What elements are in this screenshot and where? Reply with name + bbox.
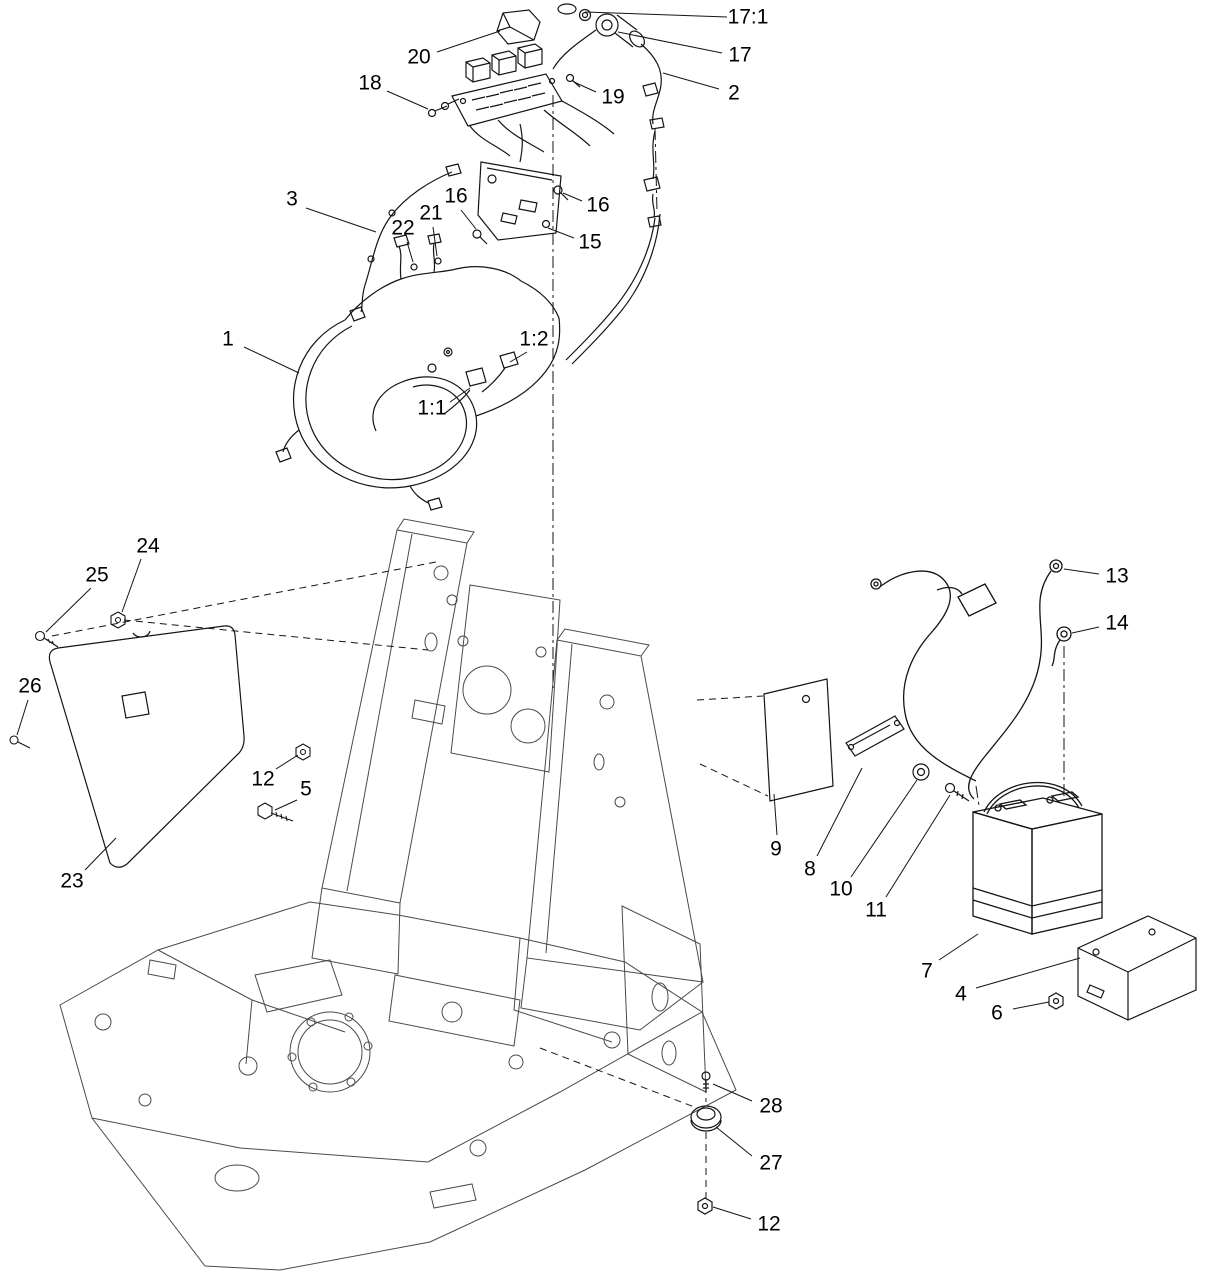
leader-line-16	[460, 209, 477, 230]
leader-line-24	[121, 558, 142, 613]
leader-line-20	[436, 30, 501, 53]
callout-label-1-2: 1:2	[519, 327, 549, 351]
callout-label-10: 10	[829, 877, 853, 901]
callout-label-7: 7	[921, 959, 933, 983]
mount-bracket-drawing	[472, 161, 569, 245]
callout-label-19: 19	[601, 85, 625, 109]
leader-line-14	[1071, 626, 1100, 634]
leader-line-25	[45, 587, 92, 633]
leader-line-2	[662, 72, 720, 90]
battery-tray-drawing	[1048, 915, 1197, 1021]
leader-line-9	[773, 793, 778, 836]
callout-label-21: 21	[419, 201, 443, 225]
leader-line-1	[243, 346, 300, 374]
fuse-block-drawing	[427, 9, 615, 163]
leader-line-12	[275, 754, 299, 770]
cover-panel-drawing	[48, 625, 245, 868]
callout-label-4: 4	[955, 982, 967, 1006]
leader-line-8	[816, 767, 863, 857]
key-switch-drawing	[552, 3, 665, 365]
callout-label-17-1: 17:1	[727, 5, 769, 29]
leader-line-18	[386, 90, 429, 110]
callout-label-14: 14	[1105, 611, 1129, 635]
dashed-alignment-lines	[51, 561, 769, 1198]
callout-label-23: 23	[60, 869, 84, 893]
leader-line-4	[975, 957, 1081, 989]
leader-line-11	[885, 794, 951, 898]
panel-and-strap-drawing	[763, 678, 970, 802]
leader-line-28	[712, 1083, 753, 1102]
callout-label-25: 25	[85, 563, 109, 587]
leader-line-1-2	[509, 351, 528, 363]
callout-label-11: 11	[865, 898, 887, 922]
leader-line-17-1	[584, 11, 728, 18]
leader-line-17	[617, 31, 723, 54]
leader-line-10	[850, 779, 918, 878]
callout-label-12: 12	[251, 767, 275, 791]
leader-line-1-1	[449, 387, 471, 403]
hour-meter-drawing	[690, 1071, 722, 1215]
battery-cables-drawing	[870, 559, 1072, 800]
callout-label-6: 6	[991, 1001, 1003, 1025]
leader-line-5	[274, 799, 298, 811]
leader-line-6	[1012, 1001, 1050, 1010]
callout-label-27: 27	[759, 1151, 783, 1175]
callout-label-28: 28	[759, 1094, 783, 1118]
leader-line-7	[938, 933, 979, 961]
callout-label-9: 9	[770, 837, 782, 861]
leader-line-27	[715, 1126, 753, 1157]
callout-label-1: 1	[222, 327, 234, 351]
jumper-wire-drawing	[349, 163, 462, 322]
leader-line-15	[547, 227, 575, 239]
callout-label-26: 26	[18, 674, 42, 698]
callout-label-16: 16	[444, 184, 468, 208]
leader-line-23	[84, 837, 117, 871]
leader-line-16	[562, 192, 583, 202]
callout-label-2: 2	[728, 81, 740, 105]
leader-line-26	[16, 699, 29, 736]
callout-label-8: 8	[804, 857, 816, 881]
callout-label-18: 18	[358, 71, 382, 95]
machine-frame-drawing	[59, 518, 737, 1271]
callout-label-17: 17	[728, 43, 752, 67]
callout-label-3: 3	[286, 187, 298, 211]
battery-drawing	[972, 781, 1103, 935]
callout-label-13: 13	[1105, 564, 1129, 588]
panel-fasteners-drawing	[9, 611, 126, 749]
callout-label-16: 16	[586, 193, 610, 217]
leader-line-22	[406, 241, 414, 263]
callout-label-22: 22	[391, 216, 415, 240]
callout-label-1-1: 1:1	[417, 396, 447, 420]
leader-line-13	[1063, 568, 1100, 575]
leader-line-12	[712, 1206, 752, 1220]
callout-leader-lines	[16, 11, 1100, 1220]
callout-label-20: 20	[407, 45, 431, 69]
main-harness-drawing	[275, 233, 561, 511]
callout-label-12: 12	[757, 1212, 781, 1236]
callout-label-15: 15	[578, 230, 602, 254]
leader-line-21	[432, 226, 438, 257]
leader-line-3	[305, 207, 377, 233]
leader-line-19	[573, 81, 597, 93]
callout-label-24: 24	[136, 534, 160, 558]
callout-label-5: 5	[300, 777, 312, 801]
center-alignment-lines	[552, 95, 1065, 807]
